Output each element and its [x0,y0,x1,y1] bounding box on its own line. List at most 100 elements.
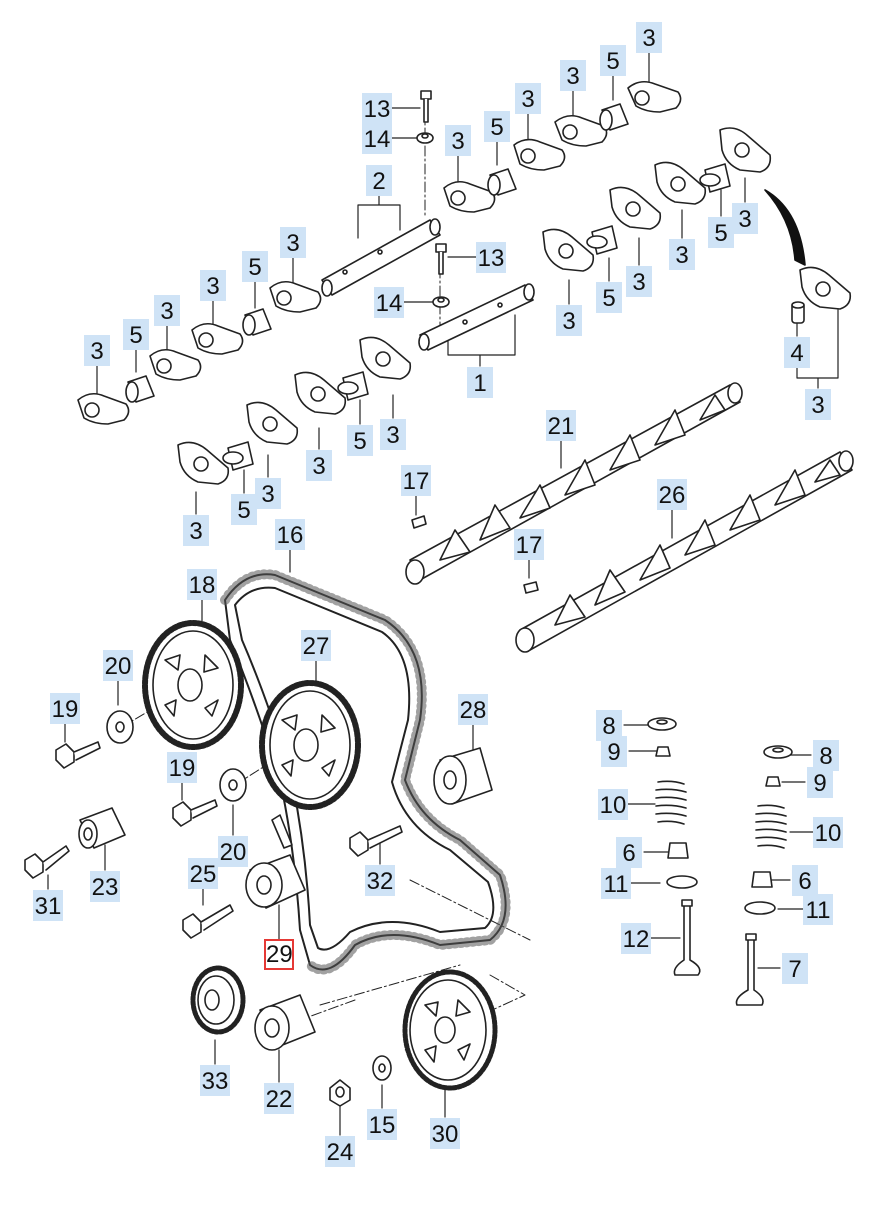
part-callout-13[interactable]: 13 [362,92,392,124]
part-callout-5[interactable]: 5 [123,318,149,350]
part-callout-32[interactable]: 32 [365,864,395,896]
bolt-13-lower [436,244,446,274]
part-callout-6[interactable]: 6 [616,836,642,868]
part-callout-7[interactable]: 7 [782,952,808,984]
detail-arrow [765,190,805,265]
part-callout-14[interactable]: 14 [362,122,392,154]
part-callout-29[interactable]: 29 [264,938,294,970]
part-callout-3[interactable]: 3 [200,269,226,301]
part-callout-18[interactable]: 18 [187,568,217,600]
part-callout-3[interactable]: 3 [255,477,281,509]
spacers [126,104,730,470]
rocker-shaft-upper [322,219,440,296]
part-callout-3[interactable]: 3 [445,124,471,156]
part-callout-14[interactable]: 14 [374,286,404,318]
part-callout-16[interactable]: 16 [275,518,305,550]
bolt-19-b [173,800,217,826]
part-callout-19[interactable]: 19 [167,751,197,783]
part-callout-31[interactable]: 31 [33,889,63,921]
valve-train-left [648,718,700,975]
part-callout-3[interactable]: 3 [84,334,110,366]
part-callout-24[interactable]: 24 [325,1135,355,1167]
part-callout-9[interactable]: 9 [807,766,833,798]
part-callout-26[interactable]: 26 [657,478,687,510]
part-callout-3[interactable]: 3 [669,238,695,270]
camshaft-sprocket-18 [145,623,241,747]
part-callout-5[interactable]: 5 [596,281,622,313]
bolt-31 [25,846,69,878]
part-callout-21[interactable]: 21 [546,409,576,441]
part-callout-23[interactable]: 23 [90,870,120,902]
part-callout-28[interactable]: 28 [458,693,488,725]
part-callout-4[interactable]: 4 [784,336,810,368]
part-callout-3[interactable]: 3 [515,82,541,114]
part-callout-8[interactable]: 8 [596,709,622,741]
part-callout-5[interactable]: 5 [242,250,268,282]
part-callout-19[interactable]: 19 [50,692,80,724]
part-callout-25[interactable]: 25 [188,857,218,889]
part-callout-1[interactable]: 1 [467,366,493,398]
leader-lines [48,53,838,1135]
part-callout-3[interactable]: 3 [183,514,209,546]
spacer-23 [79,808,125,848]
idler-pulley-22 [255,995,315,1050]
part-callout-13[interactable]: 13 [476,241,506,273]
bolt-19-a [56,742,100,768]
washer-14-top [417,133,433,143]
part-callout-9[interactable]: 9 [601,735,627,767]
rocker-shaft-lower [419,284,534,350]
part-callout-17[interactable]: 17 [401,464,431,496]
part-callout-5[interactable]: 5 [347,424,373,456]
rocker-arms [78,82,850,484]
part-callout-22[interactable]: 22 [264,1082,294,1114]
part-callout-3[interactable]: 3 [280,226,306,258]
part-callout-3[interactable]: 3 [805,388,831,420]
part-callout-20[interactable]: 20 [103,649,133,681]
part-callout-3[interactable]: 3 [732,202,758,234]
part-callout-30[interactable]: 30 [430,1117,460,1149]
idler-pulley-28 [434,748,492,804]
part-callout-6[interactable]: 6 [792,864,818,896]
part-callout-33[interactable]: 33 [200,1064,230,1096]
part-callout-5[interactable]: 5 [708,216,734,248]
part-callout-11[interactable]: 11 [601,867,631,899]
nut-24 [330,1080,350,1106]
part-callout-11[interactable]: 11 [803,893,833,925]
washer-14-lower [433,297,449,307]
part-callout-20[interactable]: 20 [218,835,248,867]
camshaft-21 [406,383,742,584]
part-callout-3[interactable]: 3 [636,21,662,53]
part-callout-3[interactable]: 3 [556,304,582,336]
part-callout-3[interactable]: 3 [154,294,180,326]
part-callout-3[interactable]: 3 [560,59,586,91]
bolt-25 [183,905,233,938]
part-callout-12[interactable]: 12 [621,922,651,954]
part-callout-3[interactable]: 3 [306,449,332,481]
part-callout-5[interactable]: 5 [600,44,626,76]
bolt-32 [350,826,402,856]
part-callout-27[interactable]: 27 [301,629,331,661]
washer-20-a [107,711,133,743]
lash-adjuster-4 [792,302,804,323]
part-callout-3[interactable]: 3 [626,265,652,297]
part-callout-5[interactable]: 5 [231,493,257,525]
part-callout-2[interactable]: 2 [366,164,392,196]
tensioner-29 [246,815,305,908]
part-callout-5[interactable]: 5 [484,110,510,142]
valve-train-right [736,746,792,1005]
part-callout-15[interactable]: 15 [367,1108,397,1140]
part-callout-10[interactable]: 10 [598,788,628,820]
part-callout-10[interactable]: 10 [813,816,843,848]
washer-15 [373,1056,391,1080]
crank-sprocket-33 [193,968,243,1032]
axis-lines [120,110,530,1050]
part-callout-17[interactable]: 17 [514,528,544,560]
woodruff-keys-17 [412,516,538,593]
camshaft-sprocket-27 [262,683,358,807]
washer-20-b [220,769,246,801]
part-callout-8[interactable]: 8 [813,739,839,771]
part-callout-3[interactable]: 3 [380,418,406,450]
camshaft-26 [516,451,853,652]
